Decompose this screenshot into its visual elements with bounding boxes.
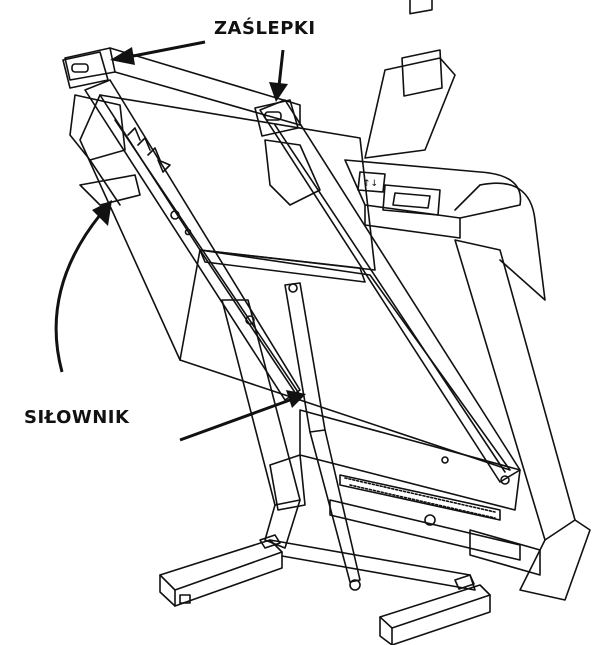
uprights [221,182,591,601]
arrow-to-actuator [179,398,291,442]
curved-arrow-to-base [54,214,102,373]
arrowhead-left-cap [110,47,135,65]
arrow-to-left-cap [127,40,206,59]
arrowhead-base [92,200,112,226]
caps-label: ZAŚLEPKI [214,18,316,39]
actuator-label: SIŁOWNIK [24,407,130,428]
arrow-to-right-cap [277,49,285,87]
callouts [54,40,306,442]
base-frame [159,534,491,645]
arrowhead-actuator [286,390,306,408]
svg-text:↑↓: ↑↓ [363,179,378,189]
arrowhead-right-cap [269,82,288,102]
actuator [284,282,361,591]
console: ↑↓ [344,0,522,239]
